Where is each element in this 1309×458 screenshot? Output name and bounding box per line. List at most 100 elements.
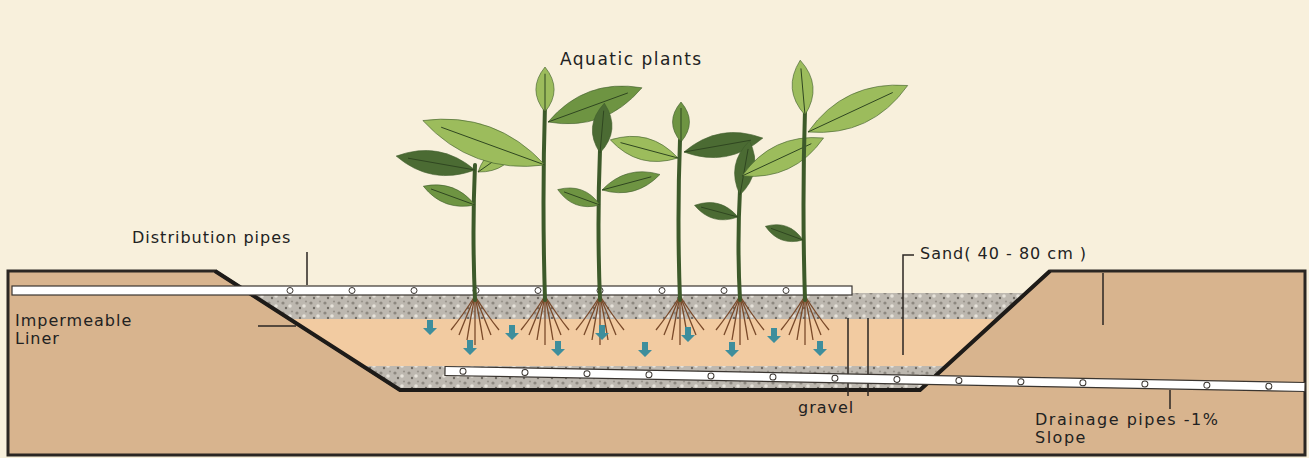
plant-leaf (695, 203, 738, 220)
pipe-hole (659, 288, 665, 294)
flow-arrow (505, 325, 519, 340)
pipe-hole (287, 288, 293, 294)
flow-arrows (423, 320, 827, 357)
flow-arrow (767, 328, 781, 343)
plant-root (739, 296, 740, 345)
flow-arrow (638, 342, 652, 357)
pipe-hole (1142, 381, 1148, 387)
plant-leaf (808, 85, 908, 132)
roots (451, 296, 829, 345)
leader-line (306, 252, 308, 285)
pipe-hole (708, 373, 714, 379)
pipe-hole (584, 371, 590, 377)
plant-root (732, 296, 740, 340)
pipe-hole (522, 369, 528, 375)
plant-root (529, 296, 545, 335)
leaf-midrib (602, 177, 651, 190)
plant-leaf (792, 60, 813, 115)
leaf-midrib (621, 143, 678, 158)
drainage-pipe-body (445, 367, 1305, 392)
leaf-midrib (441, 127, 545, 165)
pipe-hole (411, 288, 417, 294)
plant-root (537, 296, 545, 340)
plant-stem (804, 110, 806, 300)
plant-root (805, 296, 829, 330)
leader-line (258, 325, 296, 327)
flow-arrow (813, 341, 827, 356)
plant-root (600, 296, 624, 330)
part-label: Impermeable Liner (15, 312, 150, 349)
leader-line (1169, 390, 1171, 409)
leader-line (903, 255, 914, 355)
leaf-midrib (408, 158, 475, 170)
flow-arrow (551, 341, 565, 356)
leader-line (847, 318, 849, 396)
plant-leaf (423, 119, 545, 166)
leaf-midrib (564, 192, 600, 205)
plant-root (804, 296, 805, 345)
plant-stem (474, 165, 476, 300)
leaf-midrib (431, 189, 475, 205)
part-label: Sand( 40 - 80 cm ) (920, 245, 1087, 263)
pipe-hole (832, 375, 838, 381)
leaf-midrib (684, 140, 751, 152)
plant-leaf (610, 136, 678, 161)
pipe-hole (1018, 379, 1024, 385)
plant-stem (544, 105, 546, 300)
leaf-midrib (742, 144, 811, 176)
plant-stem (599, 150, 601, 300)
flow-arrow (595, 325, 609, 340)
leaf-midrib (801, 68, 805, 115)
flow-arrow (463, 340, 477, 355)
pipe-hole (1204, 382, 1210, 388)
plant-root (467, 296, 475, 340)
leaf-midrib (545, 74, 546, 112)
plant-leaf (536, 67, 554, 112)
pipes (12, 286, 1305, 391)
plant-leaf (592, 103, 612, 153)
plant-root (789, 296, 805, 335)
pipe-hole (460, 368, 466, 374)
plant-root (679, 296, 680, 345)
flow-arrow (423, 320, 437, 335)
plant-stem (739, 190, 741, 300)
aquatic-plants (396, 60, 907, 300)
pipe-hole (956, 378, 962, 384)
part-label: Drainage pipes -1% Slope (1035, 411, 1250, 448)
plant-root (740, 296, 764, 330)
leaf-midrib (701, 207, 738, 217)
pipe-hole (770, 374, 776, 380)
plant-root (474, 296, 475, 345)
plant-root (680, 296, 704, 330)
part-label: gravel (798, 399, 854, 417)
flow-arrow (681, 327, 695, 342)
drainage-pipe (445, 367, 1305, 392)
plant-root (544, 296, 545, 345)
leaf-midrib (808, 92, 893, 132)
plant-leaf (742, 138, 824, 177)
leaf-midrib (548, 93, 628, 122)
pipe-hole (1080, 380, 1086, 386)
sand-layer (200, 319, 1100, 366)
plant-root (475, 296, 499, 330)
leader-line (867, 318, 869, 396)
leaf-midrib (771, 228, 803, 240)
leader-line (1102, 273, 1104, 325)
plant-root (797, 296, 805, 340)
plant-leaf (396, 150, 475, 175)
pipe-hole (721, 288, 727, 294)
plant-root (545, 296, 569, 330)
plant-leaf (673, 102, 690, 142)
plant-leaf (765, 225, 803, 242)
pipe-hole (894, 376, 900, 382)
plant-leaf (423, 185, 475, 206)
pipe-hole (783, 288, 789, 294)
plant-root (672, 296, 680, 340)
distribution-pipe (12, 286, 852, 295)
pipe-hole (535, 288, 541, 294)
gravel-layer (200, 293, 1100, 319)
flow-arrow (725, 342, 739, 357)
ground-section (8, 271, 1305, 455)
